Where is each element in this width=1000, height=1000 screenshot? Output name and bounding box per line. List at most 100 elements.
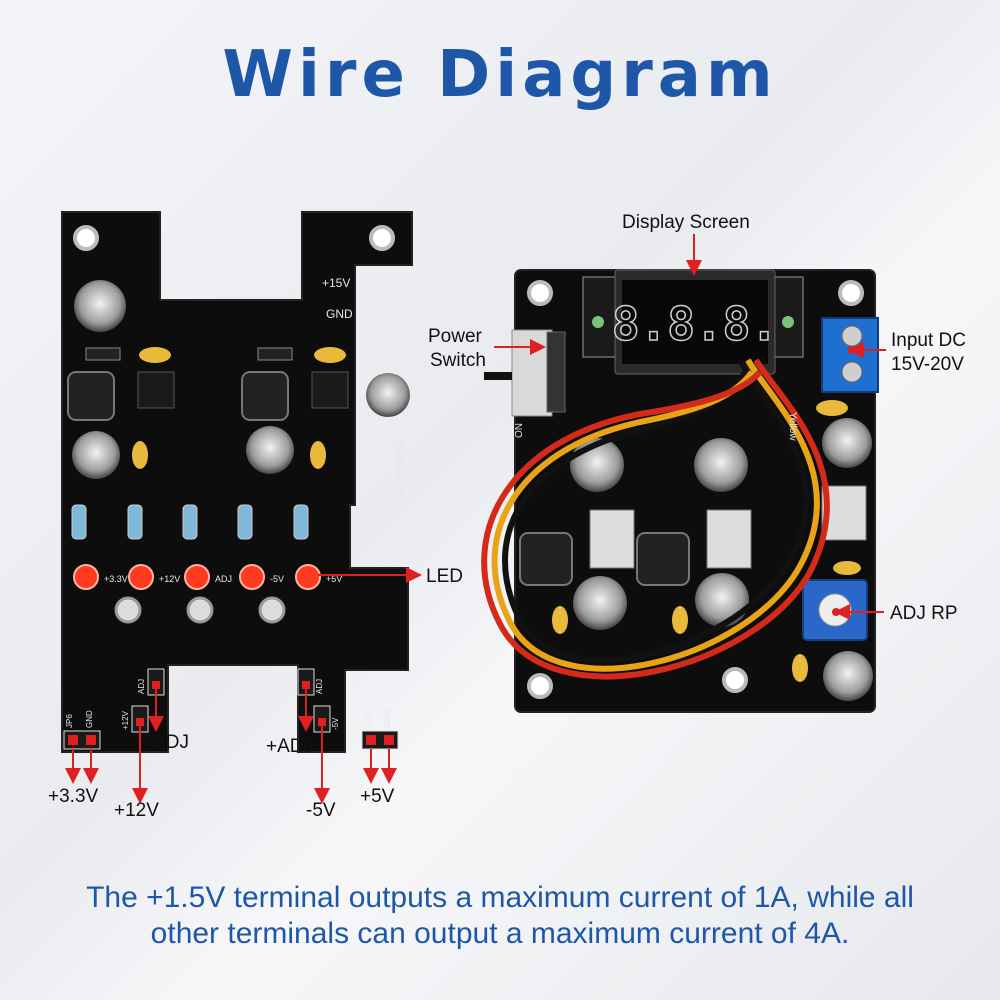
right-callout-arrows [494, 234, 886, 620]
capacitor-icon [822, 418, 872, 468]
mounting-hole [258, 596, 286, 624]
pin-icon [68, 735, 78, 745]
current-note-line2: other terminals can output a maximum cur… [150, 917, 850, 950]
power-switch[interactable] [511, 329, 553, 417]
led-silk-label: +12V [159, 574, 180, 584]
pin-icon [302, 681, 310, 689]
mounting-hole [369, 225, 395, 251]
left-callout-arrows [65, 567, 422, 804]
screw-icon [592, 316, 604, 328]
mounting-hole [186, 596, 214, 624]
silk-label: GND [383, 710, 392, 728]
capacitor-icon [823, 651, 873, 701]
callout-power-line1: Power [428, 326, 483, 347]
callout-dot [848, 346, 856, 354]
ceramic-capacitor-icon [132, 441, 148, 469]
capacitor-icon [573, 576, 627, 630]
ceramic-capacitor-icon [139, 347, 171, 363]
inductor-icon [67, 371, 115, 421]
inductor-icon [241, 371, 289, 421]
silk-label: -5V [331, 717, 340, 730]
callout-12v: +12V [114, 800, 159, 821]
wire-black [502, 358, 810, 664]
current-note-line1: The +1.5V terminal outputs a maximum cur… [86, 881, 914, 914]
switch-pins [546, 331, 566, 413]
mounting-hole [838, 280, 864, 306]
led-icon [184, 564, 210, 590]
display-window [622, 280, 768, 364]
capacitor-icon [695, 573, 749, 627]
silk-label-15v: +15V [322, 276, 350, 290]
wire-red [481, 358, 830, 680]
pin-icon [152, 681, 160, 689]
diode-icon [257, 347, 293, 361]
mounting-hole [527, 673, 553, 699]
silk-label: ADJ [137, 679, 146, 694]
silk-label-yellow: Yellow [787, 412, 798, 441]
mounting-hole [73, 225, 99, 251]
pin-icon [86, 735, 96, 745]
led-icon [73, 564, 99, 590]
silk-label-on: ON [514, 423, 525, 438]
callout-adj-1: +ADJ [142, 732, 189, 753]
ic-chip-icon [137, 371, 175, 409]
silk-label: +12V [121, 710, 130, 730]
inductor-icon [519, 532, 573, 586]
mounting-hole [527, 280, 553, 306]
regulator-icon [589, 509, 635, 569]
led-icon [128, 564, 154, 590]
regulator-icon [706, 509, 752, 569]
display-digits: 8.8.8. [612, 297, 778, 351]
ceramic-capacitor-icon [792, 654, 808, 682]
callout-display-screen: Display Screen [622, 212, 750, 233]
pin-icon [136, 718, 144, 726]
current-note: The +1.5V terminal outputs a maximum cur… [40, 880, 960, 952]
callout-dot [832, 608, 840, 616]
capacitor-icon [246, 426, 294, 474]
silk-label: JP6 [65, 714, 74, 728]
capacitor-icon [72, 431, 120, 479]
resistor-row [71, 504, 309, 540]
ceramic-capacitor-icon [672, 606, 688, 634]
capacitor-icon [694, 438, 748, 492]
callout-adj-2: +ADJ [266, 736, 313, 757]
wire-yellow [491, 358, 820, 672]
right-pcb-board: 8.8.8. ON [481, 269, 879, 713]
mounting-hole [722, 667, 748, 693]
capacitor-icon [366, 373, 410, 417]
callout-led: LED [426, 566, 463, 587]
silk-label: ADJ [315, 679, 324, 694]
diode-icon [85, 347, 121, 361]
capacitor-icon [74, 280, 126, 332]
silk-label-gnd: GND [326, 307, 353, 321]
silk-label-adjustable: Adjustable [395, 440, 409, 496]
pin-icon [366, 735, 376, 745]
screw-icon [841, 361, 863, 383]
page-title: Wire Diagram [222, 38, 778, 112]
silk-label: +5V [365, 713, 374, 728]
callout-3v3: +3.3V [48, 786, 99, 807]
led-icon [239, 564, 265, 590]
ceramic-capacitor-icon [833, 561, 861, 575]
callout-input-line1: Input DC [891, 330, 966, 351]
screw-icon [841, 325, 863, 347]
pin-icon [384, 735, 394, 745]
led-icon [295, 564, 321, 590]
ceramic-capacitor-icon [314, 347, 346, 363]
led-silk-label: ADJ [215, 574, 232, 584]
screw-icon [782, 316, 794, 328]
pin-icon [318, 718, 326, 726]
led-silk-label: +5V [326, 574, 342, 584]
mounting-hole [114, 596, 142, 624]
power-switch-lever[interactable] [484, 372, 512, 380]
silk-label: GND [85, 710, 94, 728]
ceramic-capacitor-icon [816, 400, 848, 416]
callout-input-line2: 15V-20V [891, 354, 964, 375]
callout-power-line2: Switch [430, 350, 486, 371]
led-silk-label: +3.3V [104, 574, 128, 584]
inductor-icon [636, 532, 690, 586]
callout-m5v: -5V [306, 800, 336, 821]
callout-5v: +5V [360, 786, 395, 807]
left-pcb-board: +3.3V +12V ADJ -5V +5V +15V GND Adjustab… [61, 211, 413, 753]
